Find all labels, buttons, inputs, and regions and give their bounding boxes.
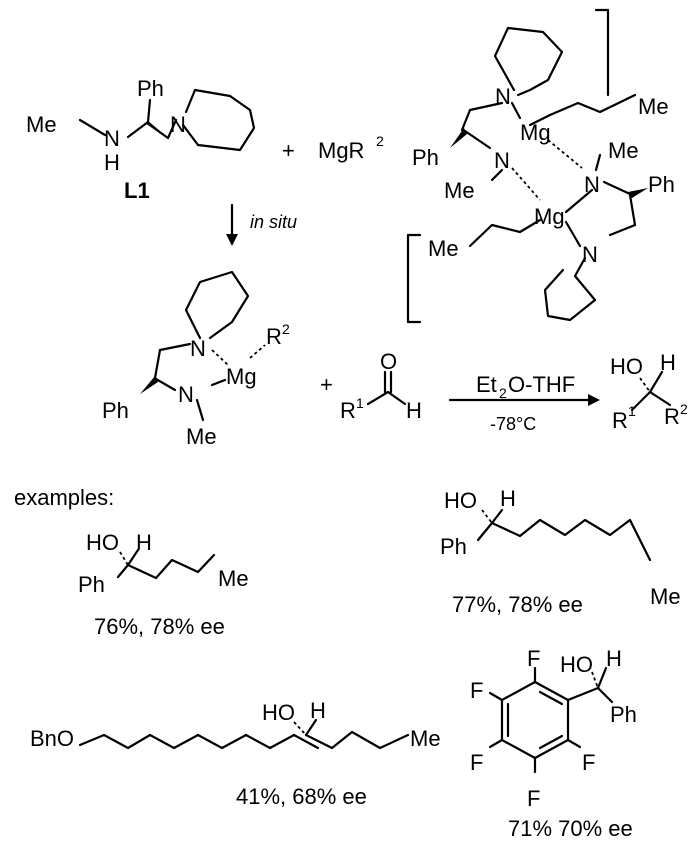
- grignard-formula: MgR: [318, 138, 364, 163]
- aldehyde-r-superscript: 1: [356, 395, 364, 411]
- complex-me: Me: [186, 424, 217, 449]
- example-2: HO H Ph Me 77%, 78% ee: [440, 486, 681, 617]
- example-1: HO H Ph Me 76%, 78% ee: [78, 530, 249, 639]
- examples-heading: examples:: [14, 485, 114, 510]
- example-4-f-left-top: F: [470, 678, 483, 703]
- plus-sign: +: [282, 138, 295, 163]
- dimer-me-right: Me: [638, 94, 669, 119]
- example-1-ee: ee: [200, 614, 224, 639]
- ligand-nh-n: N: [104, 126, 120, 151]
- example-4-yield-value: 71% 70%: [508, 816, 608, 841]
- example-1-yield: 76%, 78% ee: [94, 614, 225, 639]
- in-situ-step: in situ: [226, 203, 297, 246]
- example-3-h: H: [310, 698, 326, 723]
- ligand-n: N: [170, 112, 186, 137]
- example-2-h: H: [500, 486, 516, 511]
- example-2-ho: HO: [444, 488, 477, 513]
- dimer-n-right: N: [584, 172, 600, 197]
- aldehyde-o: O: [380, 349, 397, 374]
- example-3-yield-value: 41%, 68%: [236, 784, 342, 809]
- example-2-ee: ee: [558, 592, 582, 617]
- dimer-me-left: Me: [444, 178, 475, 203]
- dimer-ph-left: Ph: [412, 145, 439, 170]
- dimer-mg-bottom: Mg: [534, 204, 565, 229]
- ligand-ph: Ph: [137, 76, 164, 101]
- product-r1: R: [612, 408, 628, 433]
- grignard-superscript: 2: [376, 133, 384, 149]
- grignard-reagent: + MgR 2: [282, 133, 384, 163]
- example-4-f-top: F: [527, 646, 540, 671]
- aldehyde-r: R: [340, 398, 356, 423]
- example-4-f-left-bottom: F: [470, 750, 483, 775]
- dimer-me-bottom: Me: [428, 236, 459, 261]
- magnesium-complex: N R 2 Mg Ph N Me: [102, 270, 290, 449]
- aldehyde-h: H: [406, 398, 422, 423]
- example-4-ph: Ph: [610, 702, 637, 727]
- product-ho: HO: [610, 354, 643, 379]
- dimer-me-top: Me: [608, 138, 639, 163]
- complex-r: R: [266, 324, 282, 349]
- example-3-ee: ee: [342, 784, 366, 809]
- solvent-et: Et: [476, 372, 497, 397]
- example-4-f-bottom: F: [527, 786, 540, 811]
- example-2-ph: Ph: [440, 534, 467, 559]
- example-4-yield: 71% 70% ee: [508, 816, 633, 841]
- product-r2: R: [664, 404, 680, 429]
- product-h: H: [660, 350, 676, 375]
- example-3: BnO HO H Me 41%, 68% ee: [30, 698, 441, 809]
- example-2-yield: 77%, 78% ee: [452, 592, 583, 617]
- dimer-n-bottom: N: [582, 242, 598, 267]
- in-situ-label: in situ: [250, 212, 297, 232]
- dimer-mg-top: Mg: [520, 120, 551, 145]
- example-3-ho: HO: [262, 700, 295, 725]
- product-r2-superscript: 2: [680, 401, 688, 417]
- example-2-me: Me: [650, 584, 681, 609]
- example-4-f-right: F: [582, 750, 595, 775]
- product-alcohol: HO H R 1 R 2: [610, 350, 688, 433]
- complex-mg: Mg: [226, 364, 257, 389]
- complex-n-top: N: [190, 336, 206, 361]
- aldehyde: + O R 1 H: [320, 349, 422, 423]
- complex-r-superscript: 2: [282, 321, 290, 337]
- ligand-nh-h: H: [104, 150, 120, 175]
- product-r1-superscript: 1: [628, 403, 636, 419]
- example-2-yield-value: 77%, 78%: [452, 592, 558, 617]
- dimer-n-left: N: [494, 148, 510, 173]
- plus-sign-2: +: [320, 372, 333, 397]
- example-3-me: Me: [410, 726, 441, 751]
- example-3-yield: 41%, 68% ee: [236, 784, 367, 809]
- reaction-conditions: Et 2 O-THF -78°C: [448, 372, 600, 434]
- complex-ph: Ph: [102, 398, 129, 423]
- example-1-me: Me: [218, 566, 249, 591]
- solvent-subscript: 2: [499, 385, 507, 401]
- example-1-ph: Ph: [78, 572, 105, 597]
- magnesium-dimer: N Me Mg Ph N Me N Ph Me Mg Me N: [406, 8, 675, 324]
- example-4-ho: HO: [560, 652, 593, 677]
- dimer-n-top: N: [495, 84, 511, 109]
- temperature: -78°C: [490, 414, 536, 434]
- example-1-ho: HO: [86, 530, 119, 555]
- example-1-yield-value: 76%, 78%: [94, 614, 200, 639]
- ligand-l1: Ph Me N H N L1: [26, 76, 256, 203]
- ligand-me: Me: [26, 112, 57, 137]
- example-4: F F F F F HO H Ph 71% 70% ee: [470, 646, 637, 841]
- solvent-suffix: O-THF: [508, 372, 575, 397]
- example-4-h: H: [606, 646, 622, 671]
- ligand-label: L1: [124, 178, 150, 203]
- example-1-h: H: [136, 530, 152, 555]
- example-4-ee: ee: [608, 816, 632, 841]
- complex-n-bottom: N: [178, 382, 194, 407]
- example-3-bno: BnO: [30, 726, 74, 751]
- dimer-ph-right: Ph: [648, 172, 675, 197]
